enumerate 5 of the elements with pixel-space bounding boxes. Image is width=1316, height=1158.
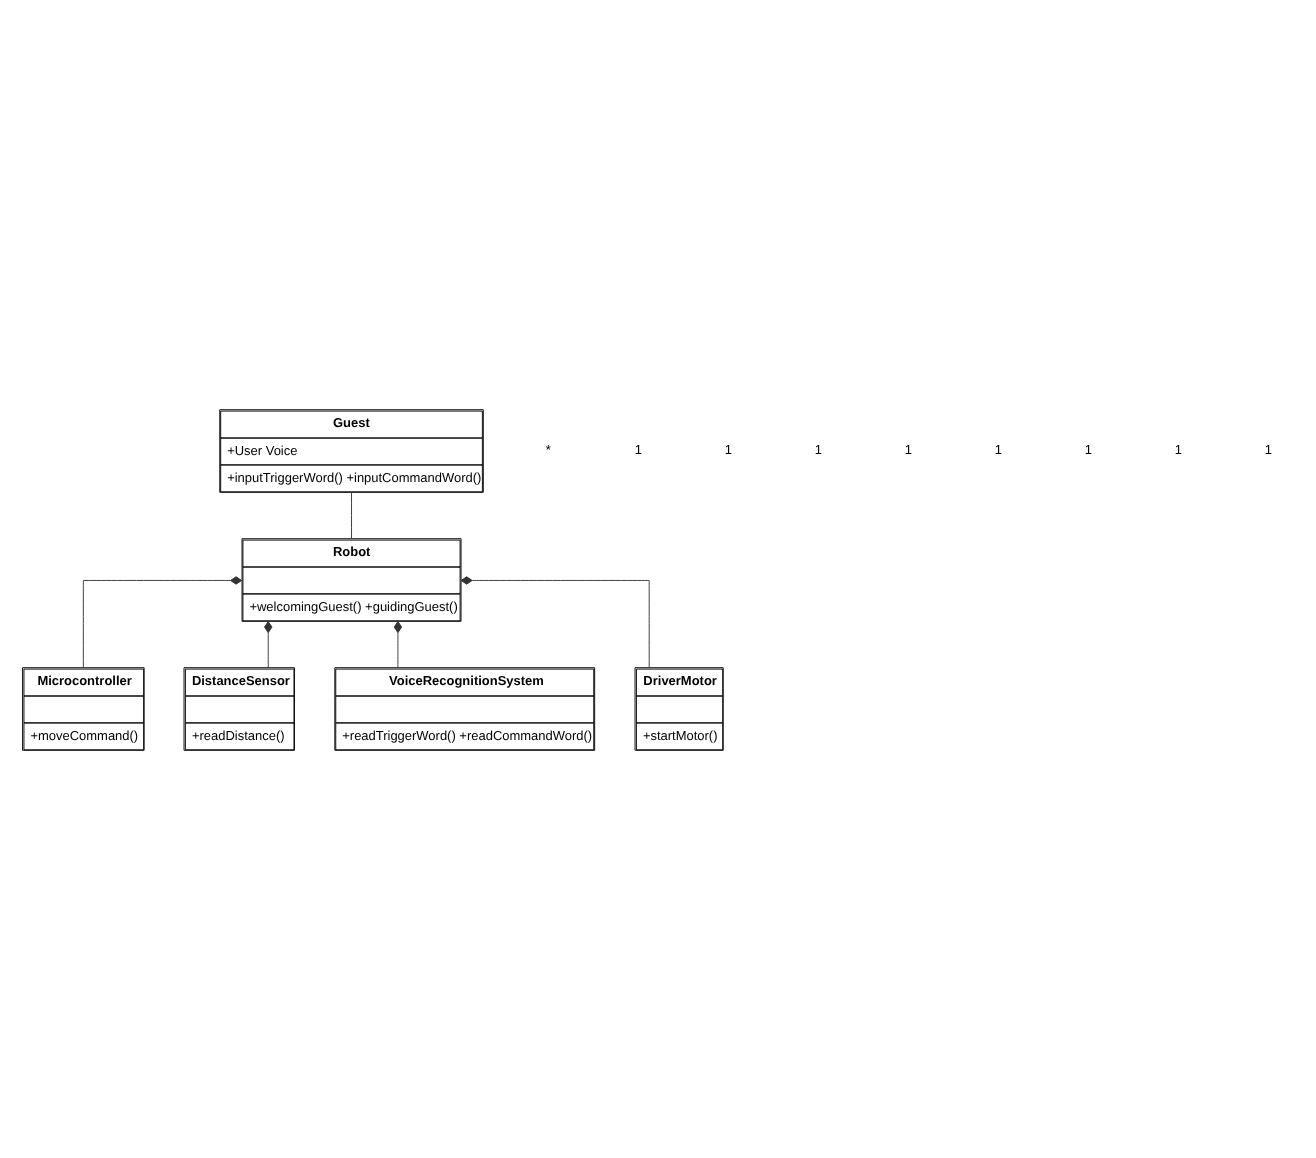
connector bbox=[264, 620, 273, 667]
connector bbox=[393, 620, 403, 667]
connector bbox=[351, 491, 352, 539]
connector bbox=[82, 575, 243, 668]
connector bbox=[460, 575, 650, 668]
